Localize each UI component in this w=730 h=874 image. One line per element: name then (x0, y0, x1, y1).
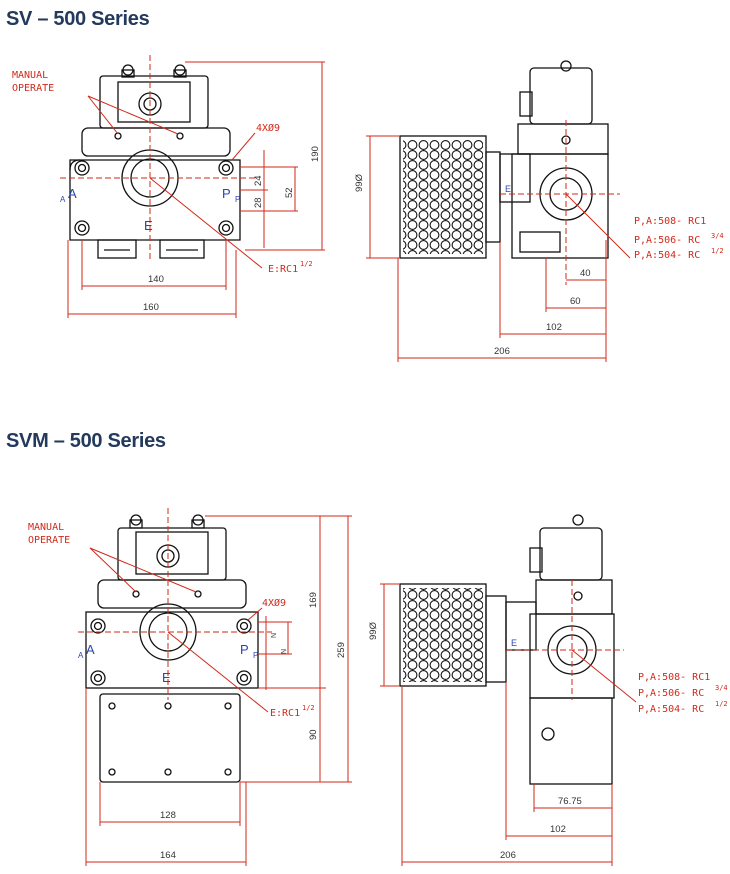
sv500-port-e: E (144, 218, 153, 233)
svm500-thread-label-2: P,A:506- RC (638, 688, 704, 699)
sv500-dim-160: 160 (143, 302, 159, 313)
sv500-exhaust-frac: 1/2 (300, 260, 313, 268)
sv500-dim-24: 24 (253, 175, 264, 186)
sv500-dim-99: 99Ø (354, 173, 365, 192)
svm500-port-a-small: A (78, 651, 84, 660)
sv500-thread-frac-2: 3/4 (711, 232, 724, 240)
section-title-sv500: SV – 500 Series (6, 8, 150, 30)
sv500-front-dimensions (60, 55, 325, 318)
svm500-dim-7675: 76.75 (558, 796, 582, 807)
svm500-side-view (399, 514, 615, 785)
svm500-manual-label-1: MANUAL (28, 522, 64, 533)
sv500-port-a-small: A (60, 195, 66, 204)
sv500-side-view (399, 60, 609, 259)
sv500-port-a: A (68, 186, 77, 201)
sv500-dim-190: 190 (310, 146, 321, 162)
svm500-dim-206: 206 (500, 850, 516, 861)
svm500-exhaust-label: E:RC1 (270, 708, 300, 719)
sv500-thread-label-3: P,A:504- RC (634, 250, 700, 261)
svm500-dim-164: 164 (160, 850, 176, 861)
sv500-front-view (69, 64, 241, 259)
svm500-thread-label-1: P,A:508- RC1 (638, 672, 710, 683)
svm500-thread-frac-2: 3/4 (715, 684, 728, 692)
section-title-svm500: SVM – 500 Series (6, 430, 166, 452)
sv500-thread-label-2: P,A:506- RC (634, 235, 700, 246)
sv500-dim-28: 28 (253, 197, 264, 208)
sv500-dim-60: 60 (570, 296, 581, 307)
sv500-thread-label-1: P,A:508- RC1 (634, 216, 706, 227)
svm500-port-e: E (162, 670, 171, 685)
sv500-side-port-e: E (505, 184, 511, 194)
svm500-dim-259: 259 (336, 642, 347, 658)
sv500-side-dimensions (366, 120, 631, 362)
svm500-dim-169: 169 (308, 592, 319, 608)
svm500-dim-99: 99Ø (368, 621, 379, 640)
svm500-thread-frac-3: 1/2 (715, 700, 728, 708)
svm500-front-view (85, 514, 259, 783)
svm500-manual-label-2: OPERATE (28, 535, 70, 546)
sv500-port-p-small: P (235, 195, 240, 204)
sv500-dim-140: 140 (148, 274, 164, 285)
svm500-exhaust-frac: 1/2 (302, 704, 315, 712)
svm500-dim-n2: N (281, 649, 288, 654)
svm500-dim-n1: N (271, 633, 278, 638)
sv500-exhaust-label: E:RC1 (268, 264, 298, 275)
sv500-manual-label-1: MANUAL (12, 70, 48, 81)
sv500-thread-frac-3: 1/2 (711, 247, 724, 255)
svm500-dim-90: 90 (308, 729, 319, 740)
sv500-dim-40: 40 (580, 268, 591, 279)
sv500-dim-52: 52 (284, 187, 295, 198)
svm500-dim-128: 128 (160, 810, 176, 821)
sv500-port-p: P (222, 186, 231, 201)
svm500-side-port-e: E (511, 638, 517, 648)
svm500-dim-102: 102 (550, 824, 566, 835)
sv500-holes-label: 4XØ9 (256, 122, 280, 134)
svm500-port-p-small: P (253, 651, 258, 660)
svm500-front-dimensions (78, 508, 352, 866)
sv500-manual-label-2: OPERATE (12, 83, 54, 94)
svm500-port-a: A (86, 642, 95, 657)
sv500-dim-102: 102 (546, 322, 562, 333)
svm500-thread-label-3: P,A:504- RC (638, 704, 704, 715)
svm500-holes-label: 4XØ9 (262, 597, 286, 609)
svm500-port-p: P (240, 642, 249, 657)
svm500-side-dimensions (380, 580, 637, 866)
sv500-dim-206: 206 (494, 346, 510, 357)
